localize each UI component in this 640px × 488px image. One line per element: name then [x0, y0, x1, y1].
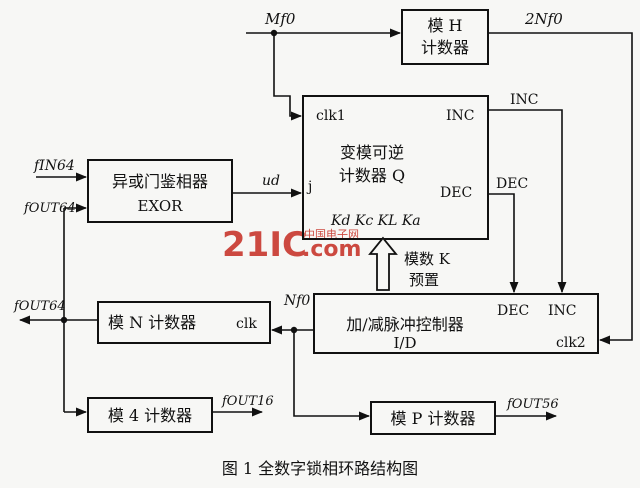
block-exor: 异或门鉴相器 EXOR — [87, 159, 233, 223]
wire-dec — [488, 193, 519, 294]
counter-q-params: Kd Kc KL Ka — [330, 213, 421, 229]
label-fout16: fOUT16 — [221, 394, 274, 409]
mod-p-label: 模 P 计数器 — [391, 409, 476, 428]
idc-inc-port: INC — [548, 303, 577, 319]
label-fout64-in: fOUT64 — [23, 201, 76, 216]
exor-line2: EXOR — [138, 197, 184, 215]
mod-k-arrow: 模数 K 预置 — [368, 236, 451, 291]
watermark-sub: 中国电子网 — [304, 228, 359, 241]
counter-q-j-port: j — [306, 179, 312, 195]
counter-q-clk-port: clk1 — [316, 108, 346, 124]
wire-2nf0-to-clk2 — [488, 32, 633, 345]
wire-inc — [488, 109, 567, 294]
watermark-main: 21IC — [222, 225, 307, 265]
idc-line1: 加/减脉冲控制器 — [346, 315, 463, 334]
mod-k-line1: 模数 K — [404, 250, 451, 268]
block-idc: DEC INC 加/减脉冲控制器 I/D clk2 — [313, 293, 599, 354]
counter-q-line2: 计数器 Q — [339, 166, 405, 185]
block-mod-p: 模 P 计数器 — [370, 401, 496, 435]
counter-q-dec-port: DEC — [440, 185, 472, 201]
junction-mf0 — [270, 29, 278, 37]
wire-mf0-to-clk1 — [273, 33, 303, 121]
junction-fout64 — [60, 316, 68, 324]
label-nf0: Nf0 — [283, 293, 310, 309]
idc-line2: I/D — [393, 334, 416, 352]
counter-q-line1: 变模可逆 — [340, 143, 404, 162]
watermark-domain: .com — [302, 237, 361, 262]
counter-q-inc-port: INC — [446, 108, 475, 124]
block-mod-4: 模 4 计数器 — [87, 397, 213, 433]
mod-h-line1: 模 H — [427, 16, 462, 35]
exor-line1: 异或门鉴相器 — [112, 172, 208, 191]
mod-k-line2: 预置 — [409, 271, 439, 289]
mod-4-label: 模 4 计数器 — [108, 406, 192, 425]
mod-n-clk-port: clk — [236, 316, 257, 332]
watermark: 21IC .com 中国电子网 — [222, 225, 361, 265]
label-inc: INC — [510, 92, 539, 108]
label-ud: ud — [262, 173, 280, 189]
mod-n-label: 模 N 计数器 — [108, 313, 196, 332]
wire-nf0-to-modp — [293, 330, 371, 421]
label-fout64-out: fOUT64 — [13, 299, 66, 314]
label-fout56: fOUT56 — [506, 397, 559, 412]
idc-clk-port: clk2 — [556, 335, 586, 351]
junctions — [60, 29, 298, 334]
mod-h-line2: 计数器 — [421, 38, 469, 57]
wires — [18, 28, 633, 421]
junction-nf0 — [290, 326, 298, 334]
idc-dec-port: DEC — [497, 303, 529, 319]
figure-caption: 图 1 全数字锁相环路结构图 — [222, 459, 418, 478]
block-mod-h: 模 H 计数器 — [401, 9, 489, 65]
label-fin64: fIN64 — [33, 158, 75, 174]
label-mf0: Mf0 — [264, 10, 296, 28]
signal-labels: Mf0 2Nf0 INC DEC fIN64 fOUT64 ud fOUT64 … — [13, 10, 563, 412]
label-dec: DEC — [496, 176, 528, 192]
label-2nf0: 2Nf0 — [524, 10, 563, 28]
block-mod-n: 模 N 计数器 clk — [97, 301, 271, 344]
block-counter-q: clk1 INC 变模可逆 计数器 Q DEC j Kd Kc KL Ka — [302, 95, 489, 240]
